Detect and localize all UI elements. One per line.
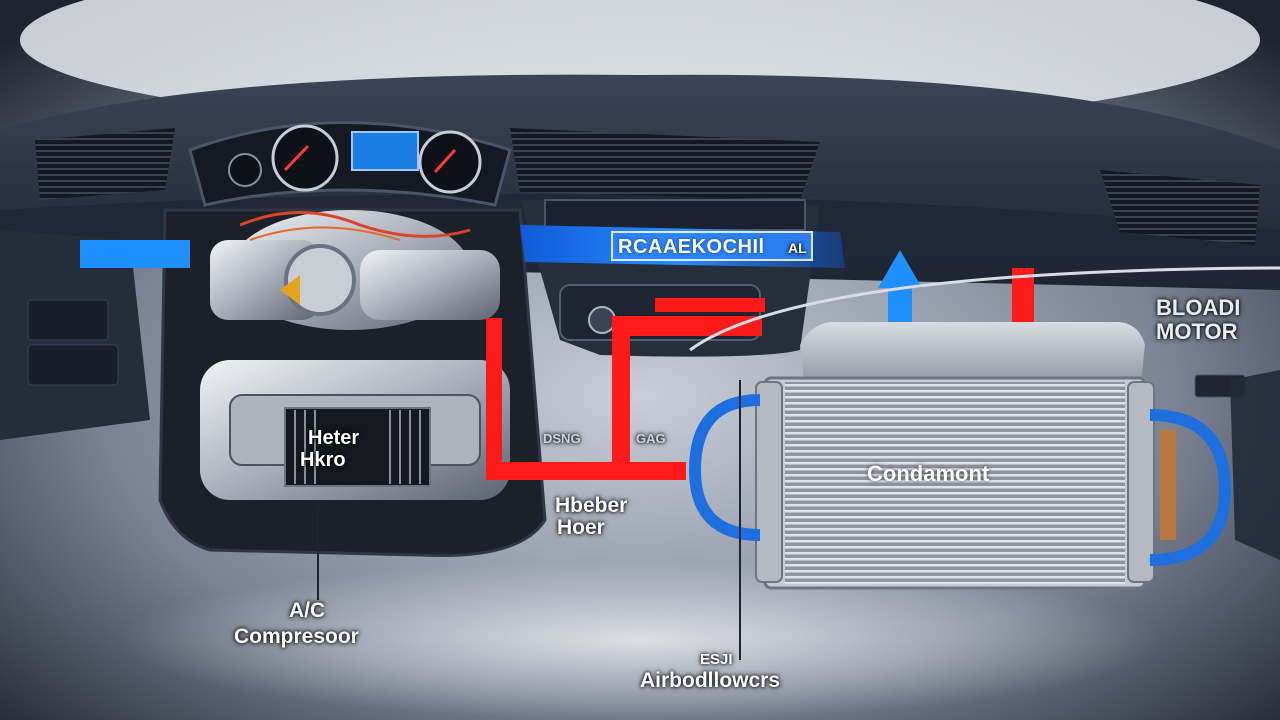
compressor-inner-label-line1: Heter xyxy=(308,427,360,449)
left-air-vent xyxy=(35,128,175,200)
refrigerant-pipe xyxy=(689,266,1280,352)
compressor-label-line2: Compresoor xyxy=(234,625,359,648)
engine-icon xyxy=(210,210,500,330)
compressor-label-line1: A/C xyxy=(289,599,326,622)
blower-motor-label-line2: MOTOR xyxy=(1156,319,1238,344)
control-knob-icon xyxy=(588,306,616,334)
condenser-label: Condamont xyxy=(867,461,990,486)
right-air-vent xyxy=(1100,170,1260,245)
hot-refrigerant-line xyxy=(486,298,765,480)
cluster-display xyxy=(351,131,419,171)
airflow-label-line2: Airbodllowcrs xyxy=(640,669,781,692)
heater-label-line1: Hbeber xyxy=(555,494,628,517)
small-label-right: GAG xyxy=(636,431,666,446)
speedometer-gauge xyxy=(271,124,339,192)
airflow-label-line1: ESJI xyxy=(700,651,733,668)
tachometer-gauge xyxy=(418,130,482,194)
small-label-left: DSNG xyxy=(543,431,581,446)
compressor-inner-label-line2: Hkro xyxy=(300,449,346,471)
blower-motor-label-line1: BLOADI xyxy=(1156,295,1241,320)
ac-compressor-unit xyxy=(200,360,510,500)
floor-glow xyxy=(120,560,1160,720)
compressor-grille xyxy=(284,407,431,487)
banner-suffix-label: AL xyxy=(788,240,807,256)
cold-air-arrow-left xyxy=(80,240,190,268)
center-air-vent xyxy=(510,128,820,200)
heater-label-line2: Hoer xyxy=(557,516,605,539)
banner-label: RCAAEKOCHIl xyxy=(618,236,765,258)
condenser-fins xyxy=(785,382,1125,584)
condenser-unit xyxy=(688,322,1232,590)
